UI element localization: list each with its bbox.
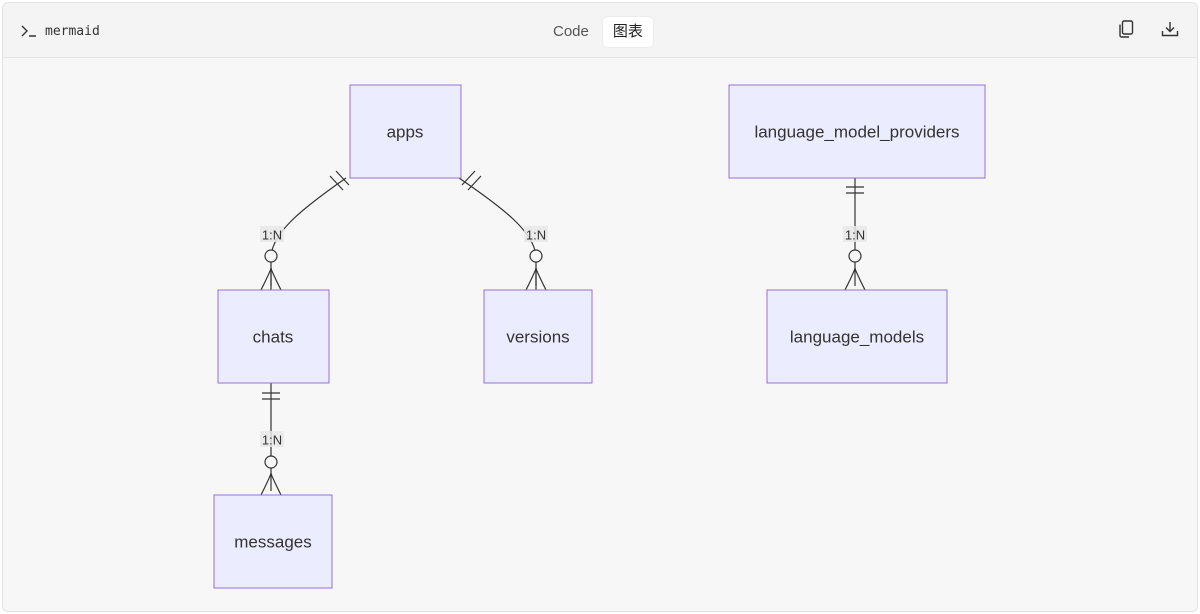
- download-button[interactable]: [1159, 20, 1181, 42]
- entity-label: language_models: [790, 328, 924, 347]
- language-indicator: mermaid: [21, 21, 100, 41]
- diagram-canvas: 1:N 1:N 1:N: [3, 58, 1197, 611]
- relationship-providers-models: 1:N: [843, 178, 867, 291]
- relationship-label: 1:N: [262, 433, 282, 448]
- terminal-icon: [21, 25, 37, 37]
- copy-button[interactable]: [1115, 20, 1137, 42]
- entity-messages: messages: [213, 494, 333, 589]
- entity-label: language_model_providers: [754, 123, 959, 142]
- relationship-chats-messages: 1:N: [260, 383, 284, 496]
- view-tabs: Code 图表: [543, 17, 653, 47]
- relationship-label: 1:N: [262, 228, 282, 243]
- tab-code[interactable]: Code: [553, 23, 589, 40]
- entity-label: apps: [387, 123, 424, 142]
- relationship-label: 1:N: [845, 228, 865, 243]
- tab-diagram[interactable]: 图表: [602, 17, 653, 47]
- relationship-label: 1:N: [526, 228, 546, 243]
- entity-label: messages: [234, 533, 311, 552]
- relationship-apps-versions: 1:N: [458, 170, 548, 291]
- entity-chats: chats: [217, 289, 330, 384]
- entity-versions: versions: [483, 289, 593, 384]
- copy-icon: [1118, 20, 1134, 42]
- entity-label: versions: [506, 328, 569, 347]
- code-block-toolbar: mermaid Code 图表: [3, 3, 1197, 58]
- entity-language-models: language_models: [766, 289, 948, 384]
- language-label: mermaid: [45, 23, 100, 39]
- entity-language-model-providers: language_model_providers: [728, 84, 986, 179]
- download-icon: [1161, 21, 1179, 41]
- entity-label: chats: [253, 328, 294, 347]
- er-diagram: 1:N 1:N 1:N: [213, 84, 986, 589]
- entity-apps: apps: [349, 84, 462, 179]
- relationship-apps-chats: 1:N: [260, 170, 350, 291]
- toolbar-actions: [1115, 19, 1181, 43]
